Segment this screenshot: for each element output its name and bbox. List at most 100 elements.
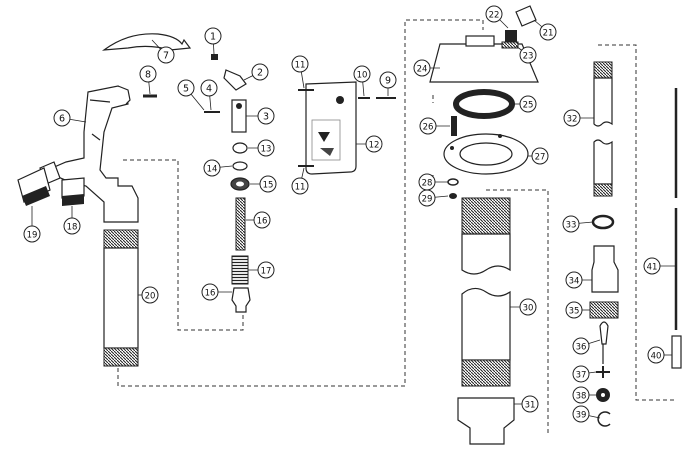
- callout-number: 11: [295, 61, 306, 71]
- callout-number: 15: [263, 181, 274, 191]
- callout-circle: [177, 79, 195, 97]
- callout-number: 37: [576, 371, 587, 381]
- callout-38: 38: [572, 386, 596, 404]
- callout-circle: [204, 27, 222, 45]
- callout-circle: [572, 365, 590, 383]
- callout-27: 27: [528, 147, 549, 165]
- callout-circle: [259, 175, 277, 193]
- callout-circle: [539, 23, 557, 41]
- callout-26: 26: [419, 117, 450, 135]
- callout-circle: [647, 346, 665, 364]
- callout-number: 28: [422, 179, 433, 189]
- callout-number: 12: [369, 141, 380, 151]
- callout-number: 7: [163, 51, 169, 62]
- callout-circle: [572, 405, 590, 423]
- callout-circle: [257, 261, 275, 279]
- assembly-lines: [117, 19, 676, 434]
- aerator-heads: [17, 161, 85, 206]
- stem-nut: [231, 287, 251, 313]
- callout-number: 26: [423, 123, 434, 133]
- callout-circle: [519, 298, 537, 316]
- callout-circle: [563, 109, 581, 127]
- callout-number: 20: [145, 292, 156, 302]
- set-screw: [451, 116, 457, 136]
- callout-29: 29: [418, 189, 449, 207]
- spring: [231, 255, 249, 285]
- callout-11: 11: [291, 167, 309, 195]
- callout-19: 19: [23, 206, 41, 243]
- callout-circle: [531, 147, 549, 165]
- callout-8: 8: [139, 65, 157, 95]
- callout-10: 10: [353, 65, 371, 97]
- callout-number: 31: [525, 401, 536, 411]
- callout-circle: [203, 159, 221, 177]
- callout-number: 38: [576, 392, 587, 402]
- callout-34: 34: [565, 271, 592, 289]
- callout-22: 22: [485, 5, 509, 29]
- callout-circle: [353, 65, 371, 83]
- stem: [235, 197, 246, 251]
- callout-number: 5: [183, 84, 189, 95]
- callout-number: 33: [566, 221, 577, 231]
- callout-11: 11: [291, 55, 309, 89]
- callout-circle: [413, 59, 431, 77]
- callout-number: 6: [59, 114, 65, 125]
- mounting-plate: [305, 81, 357, 175]
- callout-3: 3: [246, 107, 275, 125]
- callout-number: 18: [67, 223, 78, 233]
- callout-number: 27: [535, 153, 546, 163]
- callout-circle: [519, 95, 537, 113]
- callout-41: 41: [643, 257, 676, 275]
- callout-12: 12: [356, 135, 383, 153]
- callout-1: 1: [204, 27, 222, 55]
- callout-13: 13: [248, 139, 275, 157]
- callout-circle: [141, 286, 159, 304]
- callout-30: 30: [510, 298, 537, 316]
- callout-circle: [157, 46, 175, 64]
- callout-23: 23: [515, 45, 537, 64]
- callout-6: 6: [53, 109, 87, 127]
- callout-number: 30: [523, 304, 534, 314]
- callout-31: 31: [514, 395, 539, 413]
- link-arm: [223, 69, 247, 91]
- callout-number: 21: [543, 29, 554, 39]
- center-pipe: [461, 197, 511, 387]
- callout-number: 40: [651, 352, 662, 362]
- faucet-body: [51, 85, 139, 223]
- callout-number: 36: [576, 343, 587, 353]
- callout-number: 23: [523, 52, 534, 62]
- callout-circle: [572, 337, 590, 355]
- callout-circle: [519, 46, 537, 64]
- valve-cap: [501, 5, 537, 49]
- callout-circle: [419, 117, 437, 135]
- callout-37: 37: [572, 365, 597, 383]
- callout-5: 5: [177, 79, 205, 111]
- callout-40: 40: [647, 346, 672, 364]
- callout-number: 17: [261, 267, 272, 277]
- callout-circle: [53, 109, 71, 127]
- callout-35: 35: [565, 301, 590, 319]
- callout-circle: [23, 225, 41, 243]
- gasket-ring: [453, 89, 515, 119]
- callout-circle: [291, 177, 309, 195]
- callout-circle: [643, 257, 661, 275]
- callout-circle: [200, 79, 218, 97]
- callout-36: 36: [572, 337, 601, 355]
- callout-circle: [379, 71, 397, 89]
- callout-circle: [139, 65, 157, 83]
- callout-number: 24: [417, 65, 428, 75]
- callout-9: 9: [379, 71, 397, 96]
- callout-circle: [572, 386, 590, 404]
- callout-number: 41: [647, 263, 658, 273]
- hex-nut: [591, 214, 615, 230]
- callout-number: 10: [357, 71, 368, 81]
- callout-number: 11: [295, 183, 306, 193]
- flange-ring: [443, 133, 529, 175]
- callout-25: 25: [512, 95, 537, 113]
- callout-circle: [365, 135, 383, 153]
- callout-circle: [257, 139, 275, 157]
- callout-circle: [418, 189, 436, 207]
- callout-number: 13: [261, 145, 272, 155]
- valve-stem: [599, 321, 609, 364]
